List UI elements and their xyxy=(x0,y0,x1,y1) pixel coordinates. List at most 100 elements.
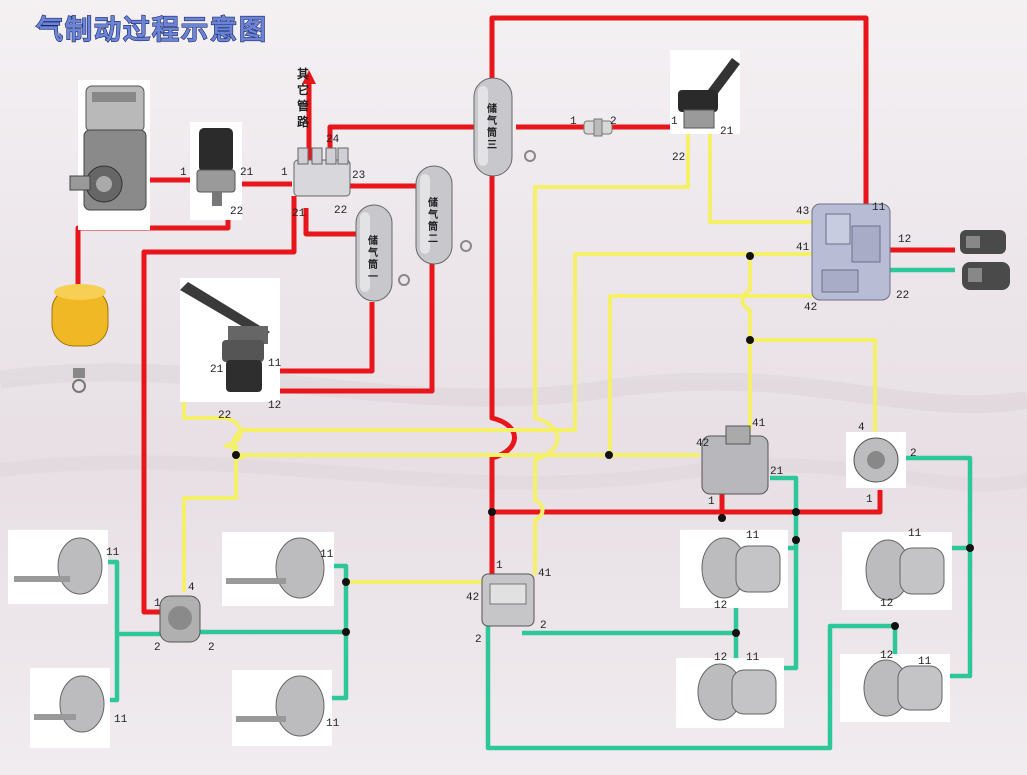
tank2-label-char: 储 xyxy=(427,196,438,209)
port-label: 42 xyxy=(466,592,479,604)
drain-valve-icon xyxy=(72,368,86,393)
port-label: 12 xyxy=(714,600,727,612)
port-label: 42 xyxy=(804,302,817,314)
tank-labels: 储 气 筒 一 储 气 筒 二 储 气 筒 三 xyxy=(367,102,497,283)
tank1-label-char: 储 xyxy=(367,234,378,247)
other-lines-arrow xyxy=(302,70,316,84)
port-label: 21 xyxy=(240,167,254,179)
port-label: 11 xyxy=(114,714,128,726)
spring-brake-chamber-4 xyxy=(840,654,950,722)
port-label: 11 xyxy=(746,652,760,664)
trailer-coupling-red xyxy=(960,230,1006,254)
port-label: 1 xyxy=(866,494,873,506)
tank1-label-char: 气 xyxy=(367,246,378,259)
relay-valve-left xyxy=(159,595,201,643)
other-lines-label-char: 它 xyxy=(297,82,309,97)
air-dryer xyxy=(190,122,242,220)
air-tank-1 xyxy=(355,204,393,302)
tank1-label-char: 筒 xyxy=(368,258,378,271)
port-label: 22 xyxy=(672,152,685,164)
port-numbers: 1 21 22 1 24 23 21 22 1 2 1 21 22 43 11 … xyxy=(106,116,932,730)
red-lines xyxy=(75,15,955,615)
brake-chamber-left-bottom xyxy=(30,668,110,748)
other-lines-label-char: 其 xyxy=(297,66,309,81)
air-tank-2 xyxy=(415,165,453,265)
port-label: 2 xyxy=(910,448,917,460)
port-label: 11 xyxy=(326,718,340,730)
port-label: 1 xyxy=(570,116,577,128)
quick-release-valve xyxy=(846,432,906,488)
trailer-control-valve xyxy=(811,203,891,301)
port-label: 1 xyxy=(496,560,503,572)
air-compressor xyxy=(69,80,150,230)
port-label: 21 xyxy=(210,364,224,376)
port-label: 12 xyxy=(880,650,893,662)
foot-brake-valve xyxy=(180,278,280,402)
four-circuit-valve xyxy=(293,147,351,197)
port-label: 12 xyxy=(898,234,911,246)
port-label: 11 xyxy=(320,549,334,561)
port-label: 22 xyxy=(334,205,347,217)
spring-brake-chamber-3 xyxy=(842,532,952,610)
brake-chamber-mid-bottom xyxy=(232,670,332,746)
port-label: 41 xyxy=(538,568,552,580)
port-label: 11 xyxy=(872,202,886,214)
tank2-label-char: 二 xyxy=(428,233,438,245)
tank1-label-char: 一 xyxy=(368,272,378,283)
port-label: 22 xyxy=(218,410,231,422)
port-label: 2 xyxy=(208,642,215,654)
junction-dots xyxy=(232,252,974,637)
port-label: 12 xyxy=(880,598,893,610)
port-label: 24 xyxy=(326,134,340,146)
port-label: 41 xyxy=(752,418,766,430)
port-label: 23 xyxy=(352,170,365,182)
auxiliary-tank xyxy=(51,284,109,347)
port-label: 12 xyxy=(714,652,727,664)
tank2-label-char: 气 xyxy=(427,208,438,221)
port-label: 11 xyxy=(268,358,282,370)
other-lines-label-char: 路 xyxy=(297,114,310,129)
port-label: 4 xyxy=(858,422,865,434)
port-label: 22 xyxy=(896,290,909,302)
inline-filter xyxy=(583,118,613,137)
port-label: 12 xyxy=(268,400,281,412)
tank2-label-char: 筒 xyxy=(428,220,438,233)
hand-brake-valve xyxy=(670,50,740,134)
port-label: 11 xyxy=(918,656,932,668)
other-lines-label-char: 管 xyxy=(297,98,309,113)
spring-brake-chamber-2 xyxy=(676,658,784,728)
tank-drain-icons xyxy=(398,150,536,286)
port-label: 21 xyxy=(770,466,784,478)
port-label: 2 xyxy=(475,634,482,646)
yellow-lines xyxy=(182,128,877,592)
tank3-label-char: 三 xyxy=(487,139,497,151)
port-label: 11 xyxy=(106,547,120,559)
port-label: 41 xyxy=(796,242,810,254)
port-label: 2 xyxy=(154,642,161,654)
port-label: 1 xyxy=(671,116,678,128)
relay-valve-right xyxy=(701,425,769,495)
green-lines xyxy=(104,267,973,751)
port-label: 1 xyxy=(154,598,161,610)
port-label: 22 xyxy=(230,206,243,218)
port-label: 4 xyxy=(188,582,195,594)
relay-valve-center xyxy=(481,573,535,627)
port-label: 11 xyxy=(908,528,922,540)
port-label: 21 xyxy=(292,208,306,220)
port-label: 1 xyxy=(281,167,288,179)
port-label: 2 xyxy=(610,116,617,128)
trailer-coupling-green xyxy=(962,262,1010,290)
other-lines-label: 其 它 管 路 xyxy=(297,66,310,129)
brake-chamber-mid-top xyxy=(222,532,334,606)
port-label: 21 xyxy=(720,126,734,138)
tank3-label-char: 气 xyxy=(486,114,497,127)
port-label: 43 xyxy=(796,206,809,218)
spring-brake-chamber-1 xyxy=(680,530,788,608)
port-label: 1 xyxy=(708,496,715,508)
tank3-label-char: 储 xyxy=(486,102,497,115)
port-label: 2 xyxy=(540,620,547,632)
port-label: 1 xyxy=(180,167,187,179)
tank3-label-char: 筒 xyxy=(487,126,497,139)
